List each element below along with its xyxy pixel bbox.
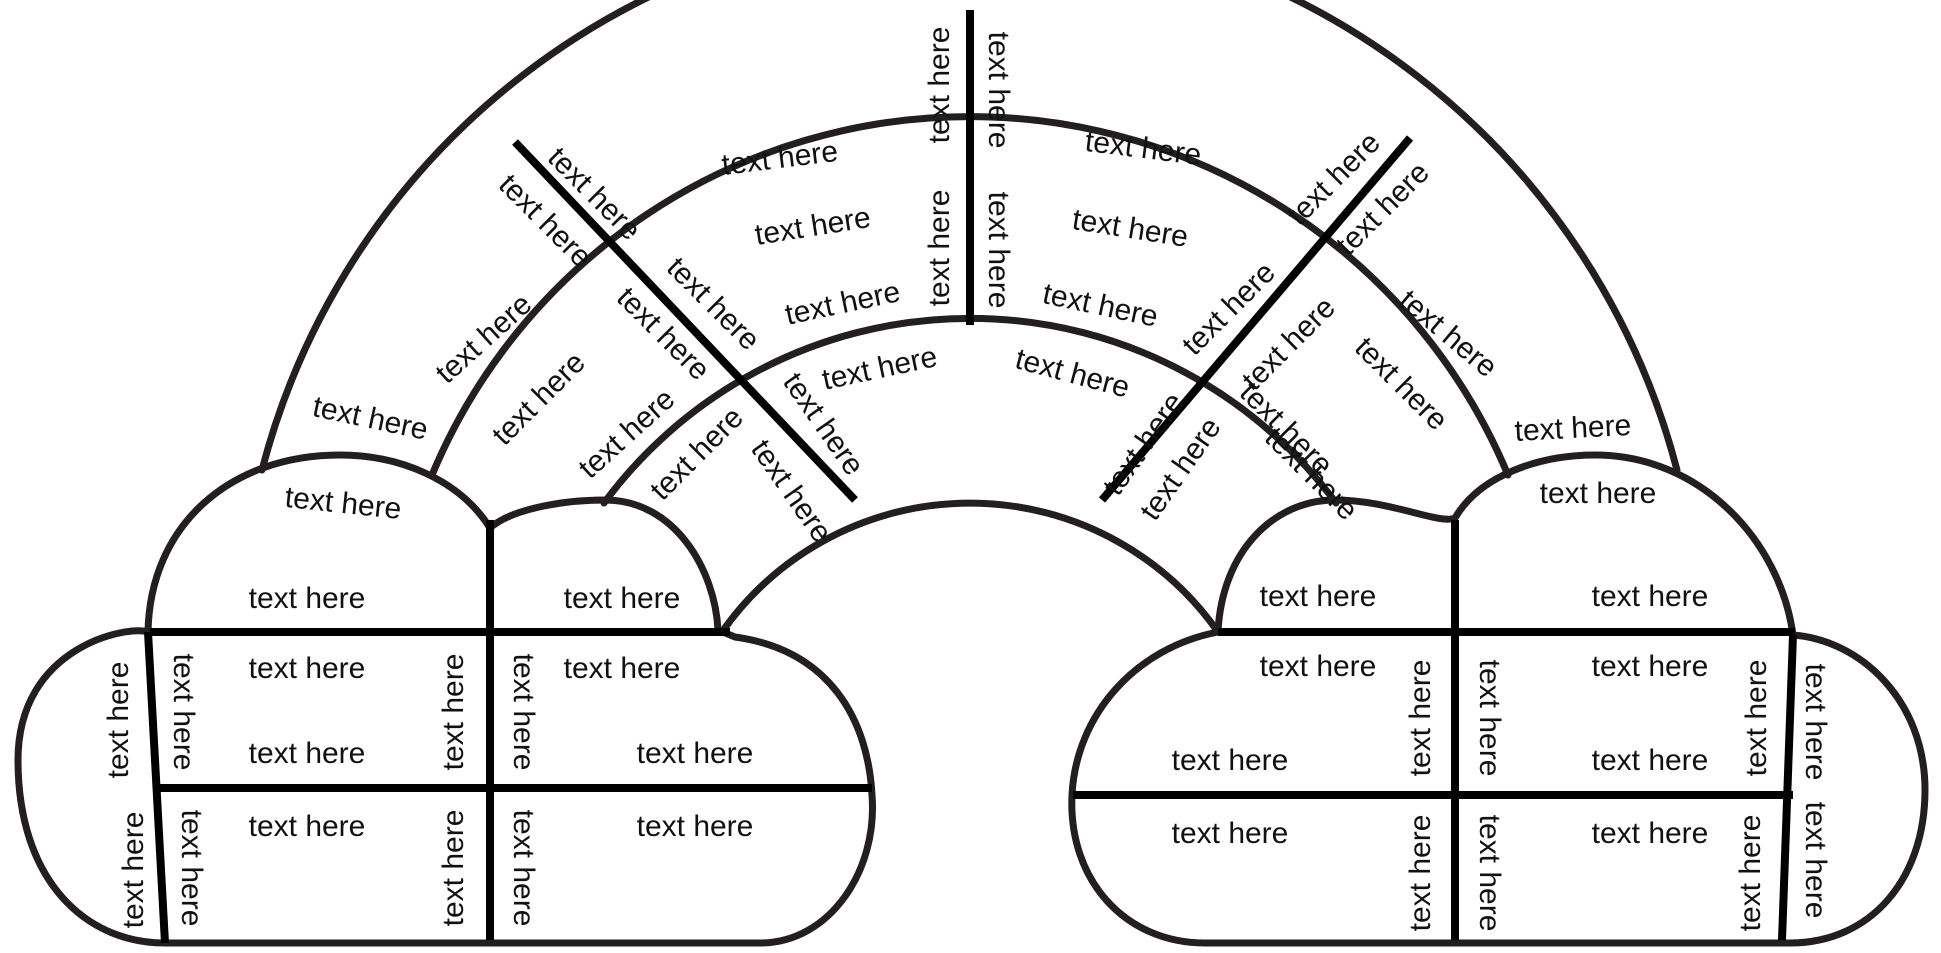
label: text here	[1473, 660, 1506, 777]
label: text here	[1799, 664, 1832, 781]
label: text here	[564, 652, 681, 685]
label: text here	[1404, 815, 1437, 932]
label: text here	[1260, 650, 1377, 683]
label: text here	[1592, 580, 1709, 613]
label: text here	[982, 32, 1015, 149]
label: text here	[507, 654, 540, 771]
rainbow-inner-arc	[718, 499, 1222, 636]
rainbow-left-divider	[512, 139, 858, 503]
rainbow-outer-arc	[258, 0, 1681, 474]
label: text here	[720, 135, 840, 182]
label: text here	[167, 654, 200, 771]
right-cloud-grid-line	[1778, 634, 1797, 941]
label: text here	[486, 346, 592, 452]
rainbow-dividers	[512, 10, 1414, 503]
label: text here	[1592, 650, 1709, 683]
label: text here	[249, 737, 366, 770]
label: text here	[1083, 125, 1203, 172]
label: text here	[1540, 477, 1657, 510]
label: text here	[1592, 817, 1709, 850]
label: text here	[1404, 660, 1437, 777]
label: text here	[1734, 815, 1767, 932]
label: text here	[982, 192, 1015, 309]
label: text here	[249, 810, 366, 843]
label: text here	[175, 810, 208, 927]
label: text here	[819, 340, 940, 397]
label: text here	[437, 654, 470, 771]
label: text here	[507, 810, 540, 927]
label: text here	[923, 190, 956, 307]
label: text here	[1740, 660, 1773, 777]
rainbow-right-divider	[1098, 135, 1414, 503]
label: text here	[1473, 815, 1506, 932]
label: text here	[1012, 342, 1133, 404]
label: text here	[1260, 580, 1377, 613]
label: text here	[249, 652, 366, 685]
right-cloud-outline	[1068, 451, 1929, 947]
label: text here	[564, 582, 681, 615]
label: text here	[1172, 744, 1289, 777]
label: text here	[1592, 744, 1709, 777]
label: text here	[1514, 409, 1632, 448]
right-cloud	[1068, 451, 1929, 947]
label: text here	[437, 810, 470, 927]
left-cloud-outline	[14, 451, 876, 947]
label: text here	[923, 27, 956, 144]
left-cloud	[14, 451, 876, 947]
label: text here	[117, 812, 150, 929]
label: text here	[1799, 802, 1832, 919]
label: text here	[637, 810, 754, 843]
label: text here	[637, 737, 754, 770]
label: text here	[753, 201, 873, 252]
label: text here	[102, 662, 135, 779]
label: text here	[1172, 817, 1289, 850]
label: text here	[249, 582, 366, 615]
label: text here	[1070, 203, 1190, 254]
label: text here	[283, 481, 403, 526]
label: text here	[310, 390, 431, 447]
